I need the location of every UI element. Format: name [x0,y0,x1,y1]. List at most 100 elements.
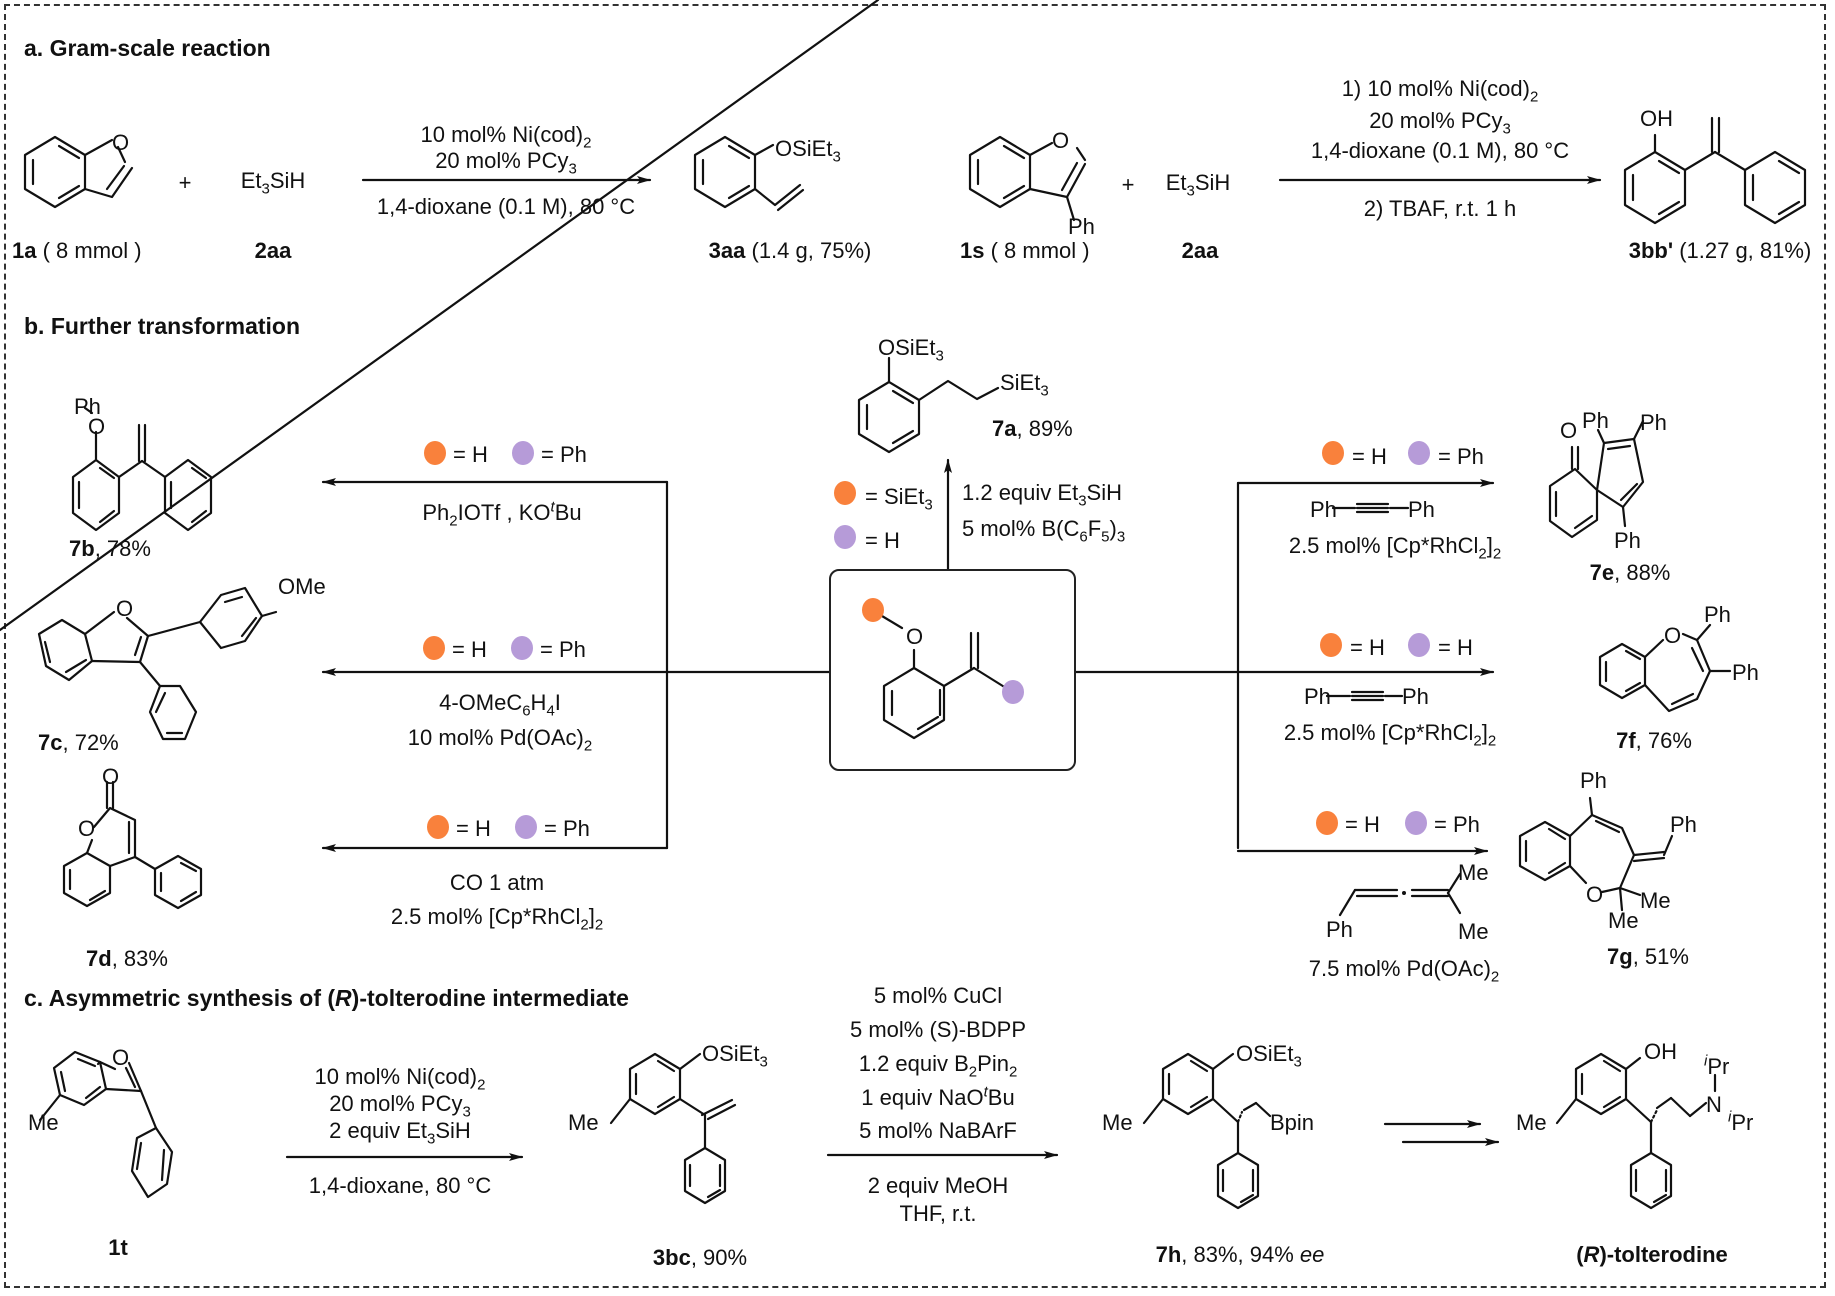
alkyne-7e-left: Ph [1310,497,1337,522]
reagent-et3sih: Et3SiH [240,168,306,198]
cond-7b: Ph2IOTf , KOtBu [422,498,582,530]
legend-7a-purple-value: H [883,528,900,553]
reagent-allene [1338,872,1462,917]
atom-o-7b: O [88,414,106,439]
yield-7g: , 51% [1632,944,1689,969]
id-7h: 7h [1155,1242,1182,1267]
label-7d: 7d, 83% [86,948,168,970]
yield-7b: , 78% [94,536,151,561]
label-7f: 7f, 76% [1616,730,1692,752]
label-7f-ph1: Ph [1704,602,1731,627]
cond-rxn2-line2: 20 mol% PCy3 [1369,108,1511,138]
title-suffix: )-tolterodine intermediate [351,985,629,1011]
legend-orange-dot-7c [423,636,445,660]
legend-7e-orange-value: H [1370,444,1387,469]
label-7h-me: Me [1102,1110,1133,1135]
cond-7e: 2.5 mol% [Cp*RhCl2]2 [1288,533,1502,563]
label-1a: 1a ( 8 mmol ) [12,240,142,262]
cond-7d-line1: CO 1 atm [449,870,545,895]
title-prefix: c. Asymmetric synthesis of ( [24,985,336,1011]
structure-7d [62,780,203,910]
legend-orange-dot-7d [427,815,449,839]
id-7f: 7f [1616,728,1636,753]
cond-asym1-line3: 2 equiv Et3SiH [329,1118,471,1148]
legend-7d-purple: = Ph [544,816,590,841]
cond-asym2-line5: 5 mol% NaBArF [859,1118,1017,1143]
cond-rxn1-line3: 1,4-dioxane (0.1 M), 80 °C [376,194,636,219]
label-3bc-me: Me [568,1110,599,1135]
legend-orange-dot-7b [424,441,446,465]
purple-dot-central [1002,680,1024,704]
label-7f-ph2: Ph [1732,660,1759,685]
id-7e: 7e [1589,560,1615,585]
yield-7d: , 83% [111,946,168,971]
ee-7h: ee [1299,1242,1325,1267]
structure-7g [1518,796,1674,912]
alkyne-7e-right: Ph [1408,497,1435,522]
cond-7d-line2: 2.5 mol% [Cp*RhCl2]2 [390,904,604,934]
legend-purple-dot-7e [1408,441,1430,465]
label-1t-me: Me [28,1110,59,1135]
legend-orange-dot-7e [1322,441,1344,465]
legend-7b-orange-value: H [471,442,488,467]
legend-7c-purple: = Ph [540,637,586,662]
structure-tolterodine [1555,1052,1717,1210]
legend-7b-orange: = H [453,442,488,467]
label-7g-ph2: Ph [1670,812,1697,837]
structure-7e [1548,419,1645,539]
label-7g: 7g, 51% [1607,946,1689,968]
structure-1s [968,135,1087,222]
label-7a-osiet3: OSiEt3 [878,335,944,365]
label-3aa: 3aa (1.4 g, 75%) [709,240,872,262]
label-7e-ph3: Ph [1614,528,1641,553]
legend-orange-dot-7a [834,481,856,505]
cond-asym2-line7: THF, r.t. [899,1201,977,1226]
label-7g-ph1: Ph [1580,768,1607,793]
section-a-title: a. Gram-scale reaction [24,35,271,61]
legend-7f-purple-value: H [1456,635,1473,660]
cond-rxn2-line3: 1,4-dioxane (0.1 M), 80 °C [1310,138,1570,163]
legend-7f-orange-value: H [1368,635,1385,660]
orange-dot-central [862,598,884,622]
label-tolterodine-me: Me [1516,1110,1547,1135]
cond-7a-line2: 5 mol% B(C6F5)3 [962,516,1126,546]
cond-7a-line1: 1.2 equiv Et3SiH [962,480,1122,510]
label-2aa-2: 2aa [1181,238,1219,263]
cond-asym2-line6: 2 equiv MeOH [867,1173,1009,1198]
label-ph-1s: Ph [1068,214,1095,239]
atom-o-1s: O [1052,128,1070,153]
cond-rxn1-line1: 10 mol% Ni(cod)2 [420,122,592,152]
legend-7e-purple: = Ph [1438,444,1484,469]
atom-o-7e: O [1560,418,1578,443]
cond-asym1-line2: 20 mol% PCy3 [329,1091,471,1121]
legend-7c-orange: = H [452,637,487,662]
legend-7d-purple-value: Ph [562,816,590,841]
final-prefix: ( [1576,1242,1584,1267]
cond-asym2-line2: 5 mol% (S)-BDPP [849,1017,1027,1042]
atom-o-1t: O [112,1045,130,1070]
legend-purple-dot-7d [515,815,537,839]
label-3bb: 3bb' (1.27 g, 81%) [1629,240,1812,262]
yield-7c: , 72% [62,730,119,755]
yield-7e: , 88% [1614,560,1671,585]
structure-central-substrate [0,0,880,632]
legend-orange-dot-7g [1316,811,1338,835]
label-7e-ph1: Ph [1582,408,1609,433]
atom-o-7c: O [116,596,134,621]
structure-1t [38,1050,174,1199]
structure-3bc [609,1052,737,1205]
yield-3bb: (1.27 g, 81%) [1673,238,1812,263]
alkyne-7f-right: Ph [1402,684,1429,709]
amount-1a: ( 8 mmol ) [36,238,142,263]
cond-asym2-line3: 1.2 equiv B2Pin2 [858,1051,1018,1081]
legend-7c-purple-value: Ph [558,637,586,662]
label-2aa: 2aa [254,238,292,263]
cond-7c-line2: 10 mol% Pd(OAc)2 [407,725,593,755]
legend-7a-purple: = H [865,528,900,553]
id-1a: 1a [12,238,37,263]
legend-purple-dot-7b [512,441,534,465]
legend-7f-purple: = H [1438,635,1473,660]
legend-7g-orange-value: H [1363,812,1380,837]
